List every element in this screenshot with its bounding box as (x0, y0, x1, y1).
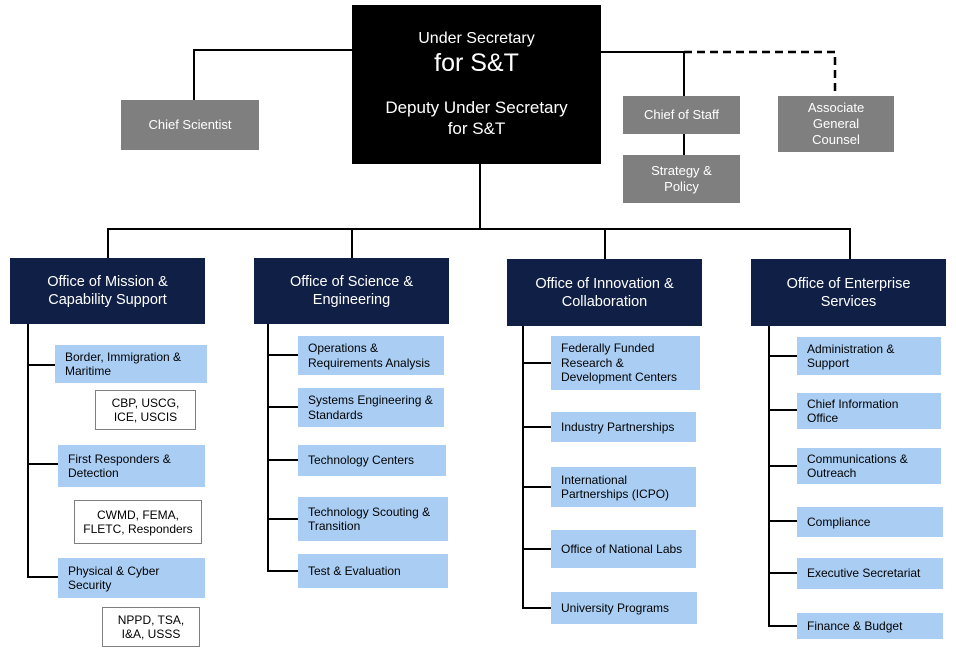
unit-label-line: Compliance (807, 514, 871, 529)
unit-label-line: Requirements Analysis (308, 355, 431, 370)
unit-office-national-labs: Office of National Labs (551, 530, 696, 568)
unit-university-programs: University Programs (551, 592, 697, 624)
unit-label-line: University Programs (561, 600, 670, 615)
under-secretary-title-2: for S&T (434, 49, 519, 77)
unit-label-line: Maritime (65, 364, 112, 378)
unit-finance-budget: Finance & Budget (797, 613, 943, 639)
unit-label-line: Security (68, 578, 112, 592)
unit-label-line: Research & (561, 355, 624, 370)
unit-technology-centers: Technology Centers (298, 445, 446, 476)
unit-physical-cyber-security: Physical & Cyber Security (58, 558, 205, 598)
unit-international-partnerships: International Partnerships (ICPO) (551, 467, 696, 507)
unit-label-line: Administration & (807, 341, 895, 356)
unit-label-line: Technology Centers (308, 453, 415, 468)
office-innovation-collaboration-box: Office of Innovation & Collaboration (507, 259, 702, 326)
unit-industry-partnerships: Industry Partnerships (551, 412, 696, 442)
unit-label-line: Technology Scouting & (308, 504, 431, 519)
strategy-policy-label-2: Policy (664, 179, 699, 194)
chief-of-staff-box: Chief of Staff (623, 96, 740, 134)
unit-label-line: Communications & (807, 451, 908, 466)
counsel-label-1: Associate (807, 100, 865, 115)
office-4-title-1: Office of Enterprise (786, 275, 911, 292)
unit-technology-scouting: Technology Scouting & Transition (298, 497, 448, 541)
unit-label-line: International (561, 472, 628, 487)
unit-border-immigration-maritime: Border, Immigration & Maritime (55, 345, 207, 383)
unit-label-line: Finance & Budget (807, 618, 903, 633)
counsel-label-3: Counsel (812, 132, 860, 147)
strategy-policy-box: Strategy & Policy (623, 155, 740, 203)
deputy-under-secretary-1: Deputy Under Secretary (385, 98, 568, 117)
counsel-label-2: General (812, 116, 860, 131)
unit-test-evaluation: Test & Evaluation (298, 554, 448, 588)
unit-label-line: Office of National Labs (561, 541, 683, 556)
unit-ffrdc: Federally Funded Research & Development … (551, 336, 700, 390)
components-line: I&A, USSS (121, 627, 181, 641)
unit-administration-support: Administration & Support (797, 337, 941, 375)
unit-executive-secretariat: Executive Secretariat (797, 558, 943, 589)
deputy-under-secretary-2: for S&T (447, 119, 506, 138)
components-line: FLETC, Responders (83, 522, 193, 536)
unit-chief-information-office: Chief Information Office (797, 393, 941, 429)
unit-label-line: First Responders & (68, 451, 171, 466)
unit-label-line: Detection (68, 466, 119, 480)
strategy-policy-label-1: Strategy & (651, 163, 712, 178)
office-2-title-1: Office of Science & (289, 274, 414, 290)
under-secretary-title-1: Under Secretary (418, 30, 535, 47)
chief-scientist-box: Chief Scientist (121, 100, 259, 150)
unit-label-line: Test & Evaluation (308, 563, 401, 578)
unit-first-responders-detection: First Responders & Detection (58, 445, 205, 487)
unit-label-line: Outreach (807, 466, 857, 480)
office-mission-capability-box: Office of Mission & Capability Support (10, 258, 205, 324)
components-cbp-uscg: CBP, USCG, ICE, USCIS (95, 390, 196, 430)
under-secretary-box: Under Secretary for S&T Deputy Under Sec… (352, 5, 601, 164)
components-line: ICE, USCIS (113, 410, 178, 424)
unit-label-line: Industry Partnerships (561, 419, 675, 434)
components-line: NPPD, TSA, (117, 612, 185, 627)
office-4-title-2: Services (820, 293, 877, 310)
office-3-title-2: Collaboration (561, 293, 648, 310)
unit-label-line: Chief Information (807, 396, 899, 411)
unit-label-line: Border, Immigration & (65, 349, 182, 364)
office-1-title-1: Office of Mission & (47, 274, 168, 290)
unit-compliance: Compliance (797, 507, 943, 537)
unit-label-line: Transition (308, 519, 361, 533)
unit-label-line: Physical & Cyber (68, 563, 160, 578)
office-enterprise-services-box: Office of Enterprise Services (751, 259, 946, 326)
unit-label-line: Federally Funded (561, 341, 655, 356)
components-nppd-tsa: NPPD, TSA, I&A, USSS (102, 607, 200, 647)
connector-counsel-dashed (684, 50, 837, 96)
unit-label-line: Systems Engineering & (308, 393, 433, 407)
unit-label-line: Standards (308, 407, 363, 422)
unit-operations-requirements: Operations & Requirements Analysis (298, 336, 444, 375)
office-3-title-1: Office of Innovation & (535, 275, 674, 292)
unit-label-line: Support (807, 356, 850, 370)
associate-general-counsel-box: Associate General Counsel (778, 96, 894, 152)
unit-label-line: Office (807, 411, 839, 425)
unit-label-line: Partnerships (ICPO) (561, 487, 670, 501)
unit-label-line: Operations & (308, 341, 379, 355)
unit-systems-engineering: Systems Engineering & Standards (298, 388, 444, 427)
office-2-title-2: Engineering (312, 292, 391, 308)
components-line: CBP, USCG, (111, 395, 180, 410)
chief-of-staff-label: Chief of Staff (644, 107, 719, 122)
unit-communications-outreach: Communications & Outreach (797, 448, 941, 484)
unit-label-line: Development Centers (561, 370, 678, 385)
chief-scientist-label: Chief Scientist (148, 117, 232, 132)
unit-label-line: Executive Secretariat (807, 566, 921, 581)
office-1-title-2: Capability Support (48, 292, 167, 308)
office-science-engineering-box: Office of Science & Engineering (254, 258, 449, 324)
components-cwmd-fema: CWMD, FEMA, FLETC, Responders (74, 500, 202, 544)
components-line: CWMD, FEMA, (97, 507, 179, 522)
